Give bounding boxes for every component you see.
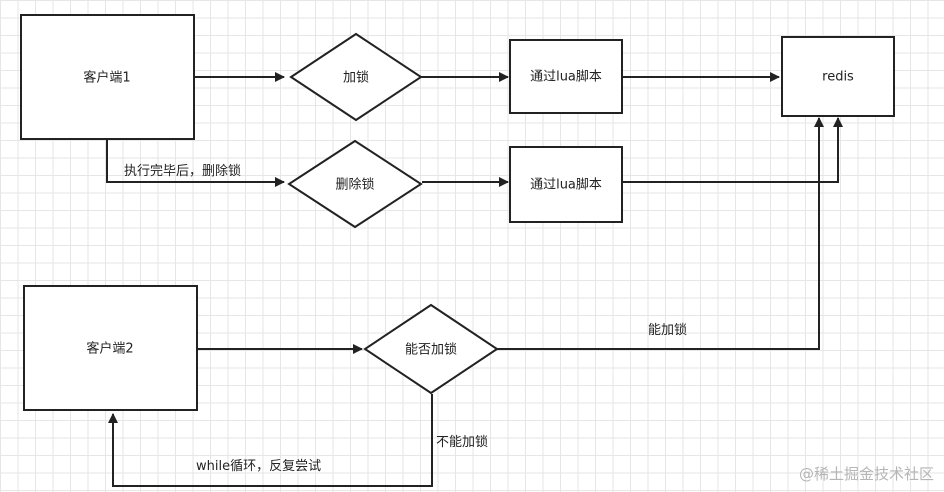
node-lua2 — [509, 146, 623, 223]
label-after-exec: 执行完毕后，删除锁 — [124, 163, 241, 179]
lua2-label: 通过lua脚本 — [530, 177, 602, 193]
edge-client1-unlock — [106, 140, 285, 187]
canlock-label: 能否加锁 — [405, 342, 457, 358]
unlock-label: 删除锁 — [335, 177, 374, 193]
edge-canlock-redis — [497, 117, 824, 350]
node-lua1 — [509, 39, 623, 114]
label-cannot-lock: 不能加锁 — [436, 434, 488, 450]
redis-label: redis — [822, 70, 854, 85]
lua1-label: 通过lua脚本 — [530, 69, 602, 85]
node-client1 — [20, 14, 195, 140]
node-canlock — [363, 303, 499, 395]
watermark: @稀土掘金技术社区 — [798, 465, 934, 483]
label-can-lock: 能加锁 — [648, 322, 687, 338]
edge-canlock-retry — [108, 394, 433, 487]
edge-lua2-redis — [622, 117, 843, 183]
client1-label: 客户端1 — [83, 70, 130, 86]
node-redis — [781, 36, 895, 117]
client2-label: 客户端2 — [86, 341, 133, 357]
node-unlock — [287, 139, 423, 229]
lock-label: 加锁 — [343, 70, 369, 86]
node-lock — [289, 32, 423, 122]
label-retry: while循环，反复尝试 — [196, 459, 321, 474]
node-client2 — [23, 285, 198, 411]
